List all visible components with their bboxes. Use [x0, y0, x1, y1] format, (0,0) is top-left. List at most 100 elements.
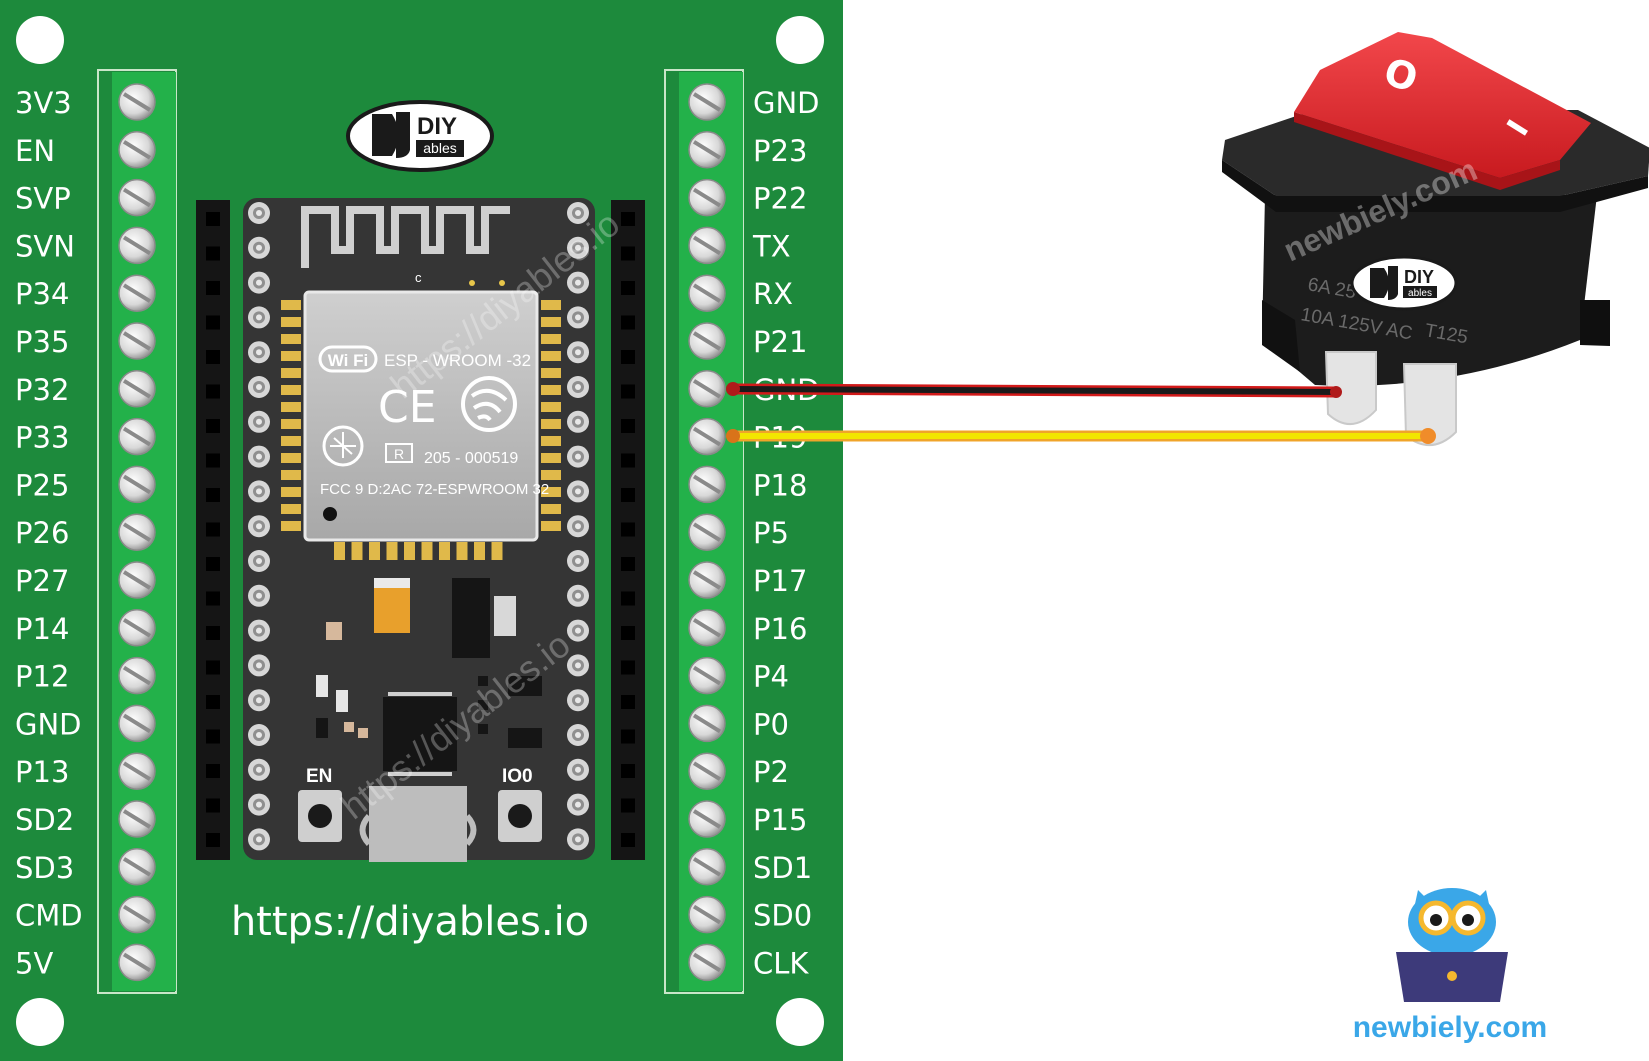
pin-label-p15: P15	[753, 803, 807, 837]
devkit-pin	[248, 376, 270, 398]
header-socket	[621, 281, 635, 295]
rocker-actuator[interactable]	[1294, 32, 1591, 178]
screw-terminal	[688, 943, 726, 982]
devkit-pin	[567, 793, 589, 816]
header-socket	[206, 315, 220, 330]
header-socket	[621, 419, 635, 433]
pin-label-p14: P14	[15, 612, 69, 646]
en-button[interactable]	[298, 790, 342, 842]
screw-terminal	[118, 752, 156, 790]
newbiely-mascot	[1396, 888, 1508, 1002]
pin-label-p4: P4	[753, 660, 789, 694]
wifi-badge-text: Wi Fi	[328, 351, 368, 370]
screw-terminal	[688, 752, 726, 790]
header-socket	[621, 798, 635, 813]
pin-label-en: EN	[15, 134, 55, 168]
pin-label-sd3: SD3	[15, 851, 74, 885]
mounting-hole	[16, 998, 64, 1046]
header-socket	[621, 212, 635, 226]
devkit-pin-holes	[248, 202, 589, 851]
header-socket	[206, 626, 220, 640]
screw-terminal	[118, 370, 156, 408]
logo-diy-text: DIY	[417, 113, 457, 140]
newbiely-brand-text: newbiely.com	[1353, 1011, 1548, 1044]
esp32-devkit: c Wi Fi ESP - WROOM -32 CE R 205 - 00051…	[243, 198, 595, 862]
devkit-pin	[248, 828, 270, 851]
reg-symbol: R	[394, 446, 404, 462]
pin-label-p21: P21	[753, 325, 807, 359]
screw-terminal	[118, 131, 156, 169]
screw-terminal	[688, 417, 726, 456]
pin-label-5v: 5V	[15, 946, 53, 980]
io0-button-label: IO0	[502, 766, 533, 787]
header-socket	[206, 419, 220, 433]
screw-terminal	[688, 895, 726, 934]
devkit-pin	[567, 758, 589, 781]
tantalum-capacitor	[374, 585, 410, 633]
devkit-pin	[567, 480, 589, 503]
screw-terminal	[118, 322, 156, 360]
devkit-pin	[567, 410, 589, 433]
pin-label-p22: P22	[753, 182, 807, 216]
devkit-pin	[248, 654, 270, 677]
header-socket	[206, 246, 220, 261]
fcc-id: FCC 9 D:2AC 72-ESPWROOM 32	[320, 481, 549, 498]
module-model: ESP - WROOM -32	[384, 351, 531, 370]
pin-label-tx: TX	[752, 229, 791, 263]
devkit-pin	[248, 758, 270, 781]
devkit-pin	[248, 410, 270, 433]
pin-label-p23: P23	[753, 134, 807, 168]
pin-label-3v3: 3V3	[15, 86, 72, 120]
devkit-pin	[567, 306, 589, 329]
switch-pin-1	[1324, 351, 1377, 425]
io0-button[interactable]	[498, 790, 542, 842]
header-socket	[621, 764, 635, 778]
header-socket	[621, 315, 635, 330]
screw-terminal	[118, 465, 156, 504]
screw-terminal	[118, 848, 156, 886]
pin-label-p32: P32	[15, 373, 69, 407]
pin-label-gnd: GND	[753, 86, 820, 120]
pcb-antenna	[301, 206, 510, 268]
screw-terminal	[688, 513, 726, 551]
devkit-pin	[248, 550, 270, 572]
header-socket	[206, 695, 220, 709]
screw-terminal	[118, 417, 156, 456]
header-socket	[621, 453, 635, 468]
pin-label-p25: P25	[15, 468, 69, 502]
pin-label-clk: CLK	[753, 946, 809, 980]
devkit-pin	[248, 619, 270, 642]
rocker-switch: O I 6A 25 10A 125V AC T125 DIY ables new…	[1222, 32, 1649, 446]
devkit-pin	[567, 271, 589, 294]
pin-label-svn: SVN	[15, 229, 75, 263]
wire-endpoint	[726, 429, 740, 443]
devkit-pin	[567, 341, 589, 364]
usb-connector	[359, 786, 477, 862]
screw-terminal	[118, 800, 156, 838]
header-socket	[206, 281, 220, 295]
devkit-pin	[248, 793, 270, 816]
ce-mark: CE	[378, 382, 437, 433]
header-socket	[621, 350, 635, 364]
pin-label-sd0: SD0	[753, 899, 812, 933]
wire-endpoint	[1330, 386, 1342, 398]
header-socket	[621, 557, 635, 571]
header-socket	[206, 453, 220, 468]
pin-label-p17: P17	[753, 564, 807, 598]
screw-terminal	[118, 274, 156, 312]
wire-endpoint	[726, 382, 740, 396]
screw-terminal	[688, 800, 726, 838]
pin-label-p5: P5	[753, 516, 789, 550]
devkit-pin	[567, 619, 589, 642]
screw-terminal	[688, 178, 726, 217]
mounting-hole	[776, 998, 824, 1046]
reg-number: 205 - 000519	[424, 450, 518, 467]
screw-terminal	[688, 370, 726, 408]
screw-terminal	[688, 656, 726, 695]
header-socket	[206, 384, 220, 399]
devkit-pin	[248, 341, 270, 364]
devkit-pin	[567, 515, 589, 538]
pin-label-p16: P16	[753, 612, 807, 646]
devkit-pin	[567, 236, 589, 259]
